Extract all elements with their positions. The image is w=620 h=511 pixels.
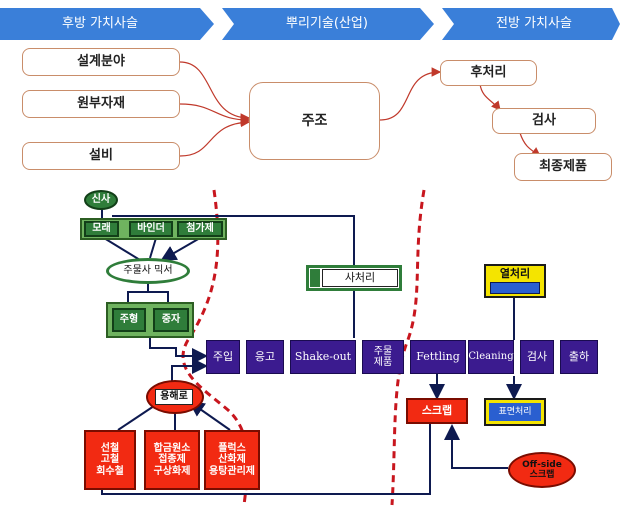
chevron-forward bbox=[442, 8, 620, 40]
sand-mixer-node: 주물사 믹서 bbox=[106, 258, 190, 284]
scrap-node: 스크랩 bbox=[406, 398, 468, 424]
heat-treatment-bar bbox=[490, 282, 540, 294]
flow-pouring: 주입 bbox=[206, 340, 240, 374]
curve-design-to-casting bbox=[179, 61, 251, 123]
line-mixer-to-molds bbox=[127, 284, 169, 302]
curve-post-to-inspect bbox=[479, 83, 501, 111]
divider-right bbox=[390, 189, 426, 506]
raw-alloy-3: 구상화제 bbox=[153, 465, 191, 477]
divider-left bbox=[181, 189, 249, 506]
surface-treatment-node: 표면처리 bbox=[489, 403, 541, 421]
chevron-backward-label: 후방 가치사슬 bbox=[62, 15, 138, 31]
mold-node: 주형 bbox=[112, 308, 146, 332]
raw-iron-2: 고철 bbox=[100, 454, 120, 466]
flow-solidification: 응고 bbox=[246, 340, 284, 374]
core-node: 중자 bbox=[153, 308, 189, 332]
new-sand-node: 신사 bbox=[84, 190, 118, 210]
flow-shipment: 출하 bbox=[560, 340, 598, 374]
raw-alloy-2: 접종제 bbox=[158, 454, 186, 466]
curve-casting-to-post bbox=[379, 67, 442, 121]
melting-furnace-label: 용해로 bbox=[155, 389, 193, 405]
material-binder: 바인더 bbox=[129, 221, 173, 237]
line-furnace-to-pour bbox=[171, 358, 208, 382]
input-material: 원부자재 bbox=[22, 90, 180, 118]
chevron-backward bbox=[0, 8, 214, 40]
center-casting: 주조 bbox=[249, 82, 380, 160]
flow-inspection: 검사 bbox=[520, 340, 554, 374]
raw-flux-1: 플럭스 bbox=[218, 442, 246, 454]
flow-fettling: Fettling bbox=[410, 340, 466, 374]
input-design: 설계분야 bbox=[22, 48, 180, 76]
material-sand: 모래 bbox=[84, 221, 119, 237]
raw-iron-3: 회수철 bbox=[96, 465, 124, 477]
offside-scrap-node: Off-side 스크랩 bbox=[508, 452, 576, 488]
sand-treatment-node: 사처리 bbox=[322, 269, 398, 287]
raw-group-alloy: 합금원소 접종제 구상화제 bbox=[144, 430, 200, 490]
line-scrap-return bbox=[101, 424, 431, 495]
heat-treatment-node: 열처리 bbox=[499, 266, 531, 280]
line-materials-to-mixer bbox=[103, 237, 201, 260]
raw-alloy-1: 합금원소 bbox=[153, 442, 191, 454]
curve-equipment-to-casting bbox=[179, 117, 251, 157]
raw-group-iron: 선철 고철 회수철 bbox=[84, 430, 136, 490]
line-molds-to-pour bbox=[149, 338, 208, 364]
input-equipment: 설비 bbox=[22, 142, 180, 170]
chevron-root bbox=[222, 8, 434, 40]
material-additive: 첨가제 bbox=[177, 221, 223, 237]
raw-flux-2: 산화제 bbox=[218, 454, 246, 466]
sand-treatment-accent bbox=[310, 269, 320, 287]
line-offside-to-scrap bbox=[444, 424, 508, 469]
output-final-product: 최종제품 bbox=[514, 153, 612, 181]
raw-group-flux: 플럭스 산화제 용탕관리제 bbox=[204, 430, 260, 490]
curve-material-to-casting bbox=[179, 103, 251, 125]
raw-flux-3: 용탕관리제 bbox=[209, 465, 255, 477]
output-inspection: 검사 bbox=[492, 108, 596, 134]
output-post-processing: 후처리 bbox=[440, 60, 537, 86]
line-sand-loop bbox=[112, 215, 355, 265]
flow-cleaning: Cleaning bbox=[468, 340, 514, 374]
chevron-root-label: 뿌리기술(산업) bbox=[286, 15, 368, 31]
flow-casting-product: 주물 제품 bbox=[362, 340, 404, 374]
chevron-forward-label: 전방 가치사슬 bbox=[496, 15, 572, 31]
flow-shake-out: Shake-out bbox=[290, 340, 356, 374]
raw-iron-1: 선철 bbox=[100, 442, 120, 454]
